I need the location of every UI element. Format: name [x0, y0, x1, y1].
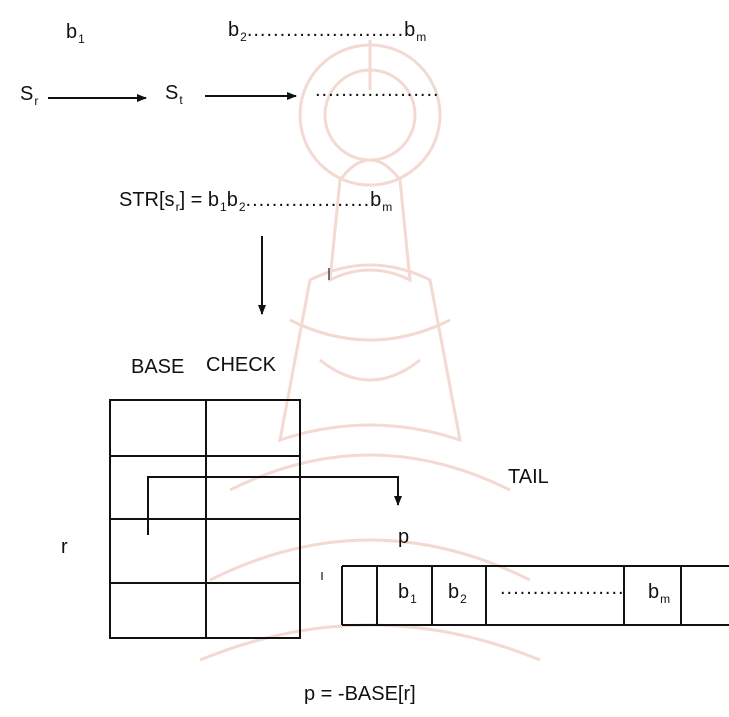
tail-array: [342, 566, 729, 625]
double-array-table: [110, 400, 300, 638]
pointer-base-to-tail: [148, 477, 398, 535]
